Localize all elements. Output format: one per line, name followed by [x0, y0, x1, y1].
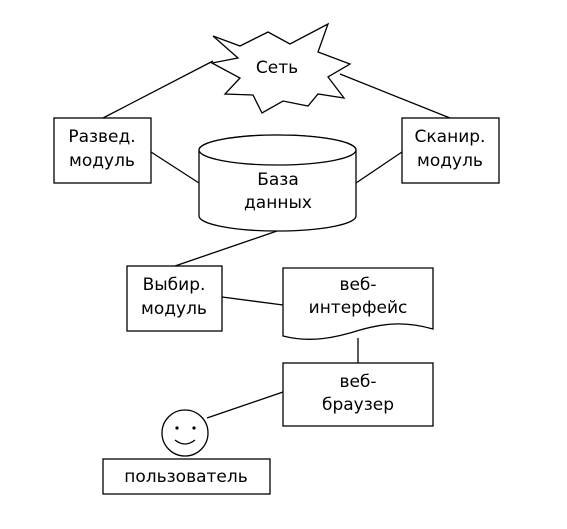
select-module-label-line2: модуль — [141, 299, 207, 319]
web-interface-label-line1: веб- — [339, 275, 376, 295]
web-browser-box — [282, 362, 434, 427]
network-starburst-shape — [210, 22, 352, 114]
edge-scan-database — [355, 151, 403, 184]
scan-module-node: Сканир. модуль — [401, 117, 500, 184]
database-label-line2: данных — [244, 193, 312, 213]
edge-recon-database — [150, 151, 200, 184]
web-browser-label-line2: браузер — [322, 395, 394, 415]
network-node: Сеть — [210, 22, 352, 114]
web-browser-node: веб- браузер — [282, 362, 434, 427]
recon-module-node: Развед. модуль — [53, 117, 152, 184]
edge-network-recon — [102, 60, 214, 119]
web-browser-label-line1: веб- — [339, 372, 376, 392]
network-label: Сеть — [256, 58, 298, 78]
select-module-label-line1: Выбир. — [143, 275, 206, 295]
scan-module-label-line1: Сканир. — [415, 127, 486, 147]
user-label-box — [102, 458, 271, 495]
scan-module-box — [401, 117, 500, 184]
edge-user-browser — [206, 391, 284, 419]
select-module-box — [126, 265, 223, 332]
recon-module-label-line2: модуль — [69, 151, 135, 171]
web-interface-label-line2: интерфейс — [309, 298, 408, 318]
select-module-node: Выбир. модуль — [126, 265, 223, 332]
user-node: пользователь — [102, 409, 271, 495]
user-label: пользователь — [124, 467, 248, 487]
web-interface-document-shape — [282, 267, 434, 340]
edge-network-scan — [339, 73, 451, 119]
recon-module-box — [53, 117, 152, 184]
smiley-face-icon — [161, 409, 209, 457]
edge-select-webinterface — [221, 296, 284, 306]
scan-module-label-line2: модуль — [417, 151, 483, 171]
database-label-line1: База — [257, 170, 299, 190]
edge-database-select — [174, 230, 278, 267]
database-cylinder-top — [198, 134, 357, 166]
database-node: База данных — [198, 134, 357, 232]
web-interface-node: веб- интерфейс — [282, 267, 434, 340]
recon-module-label-line1: Развед. — [68, 127, 135, 147]
